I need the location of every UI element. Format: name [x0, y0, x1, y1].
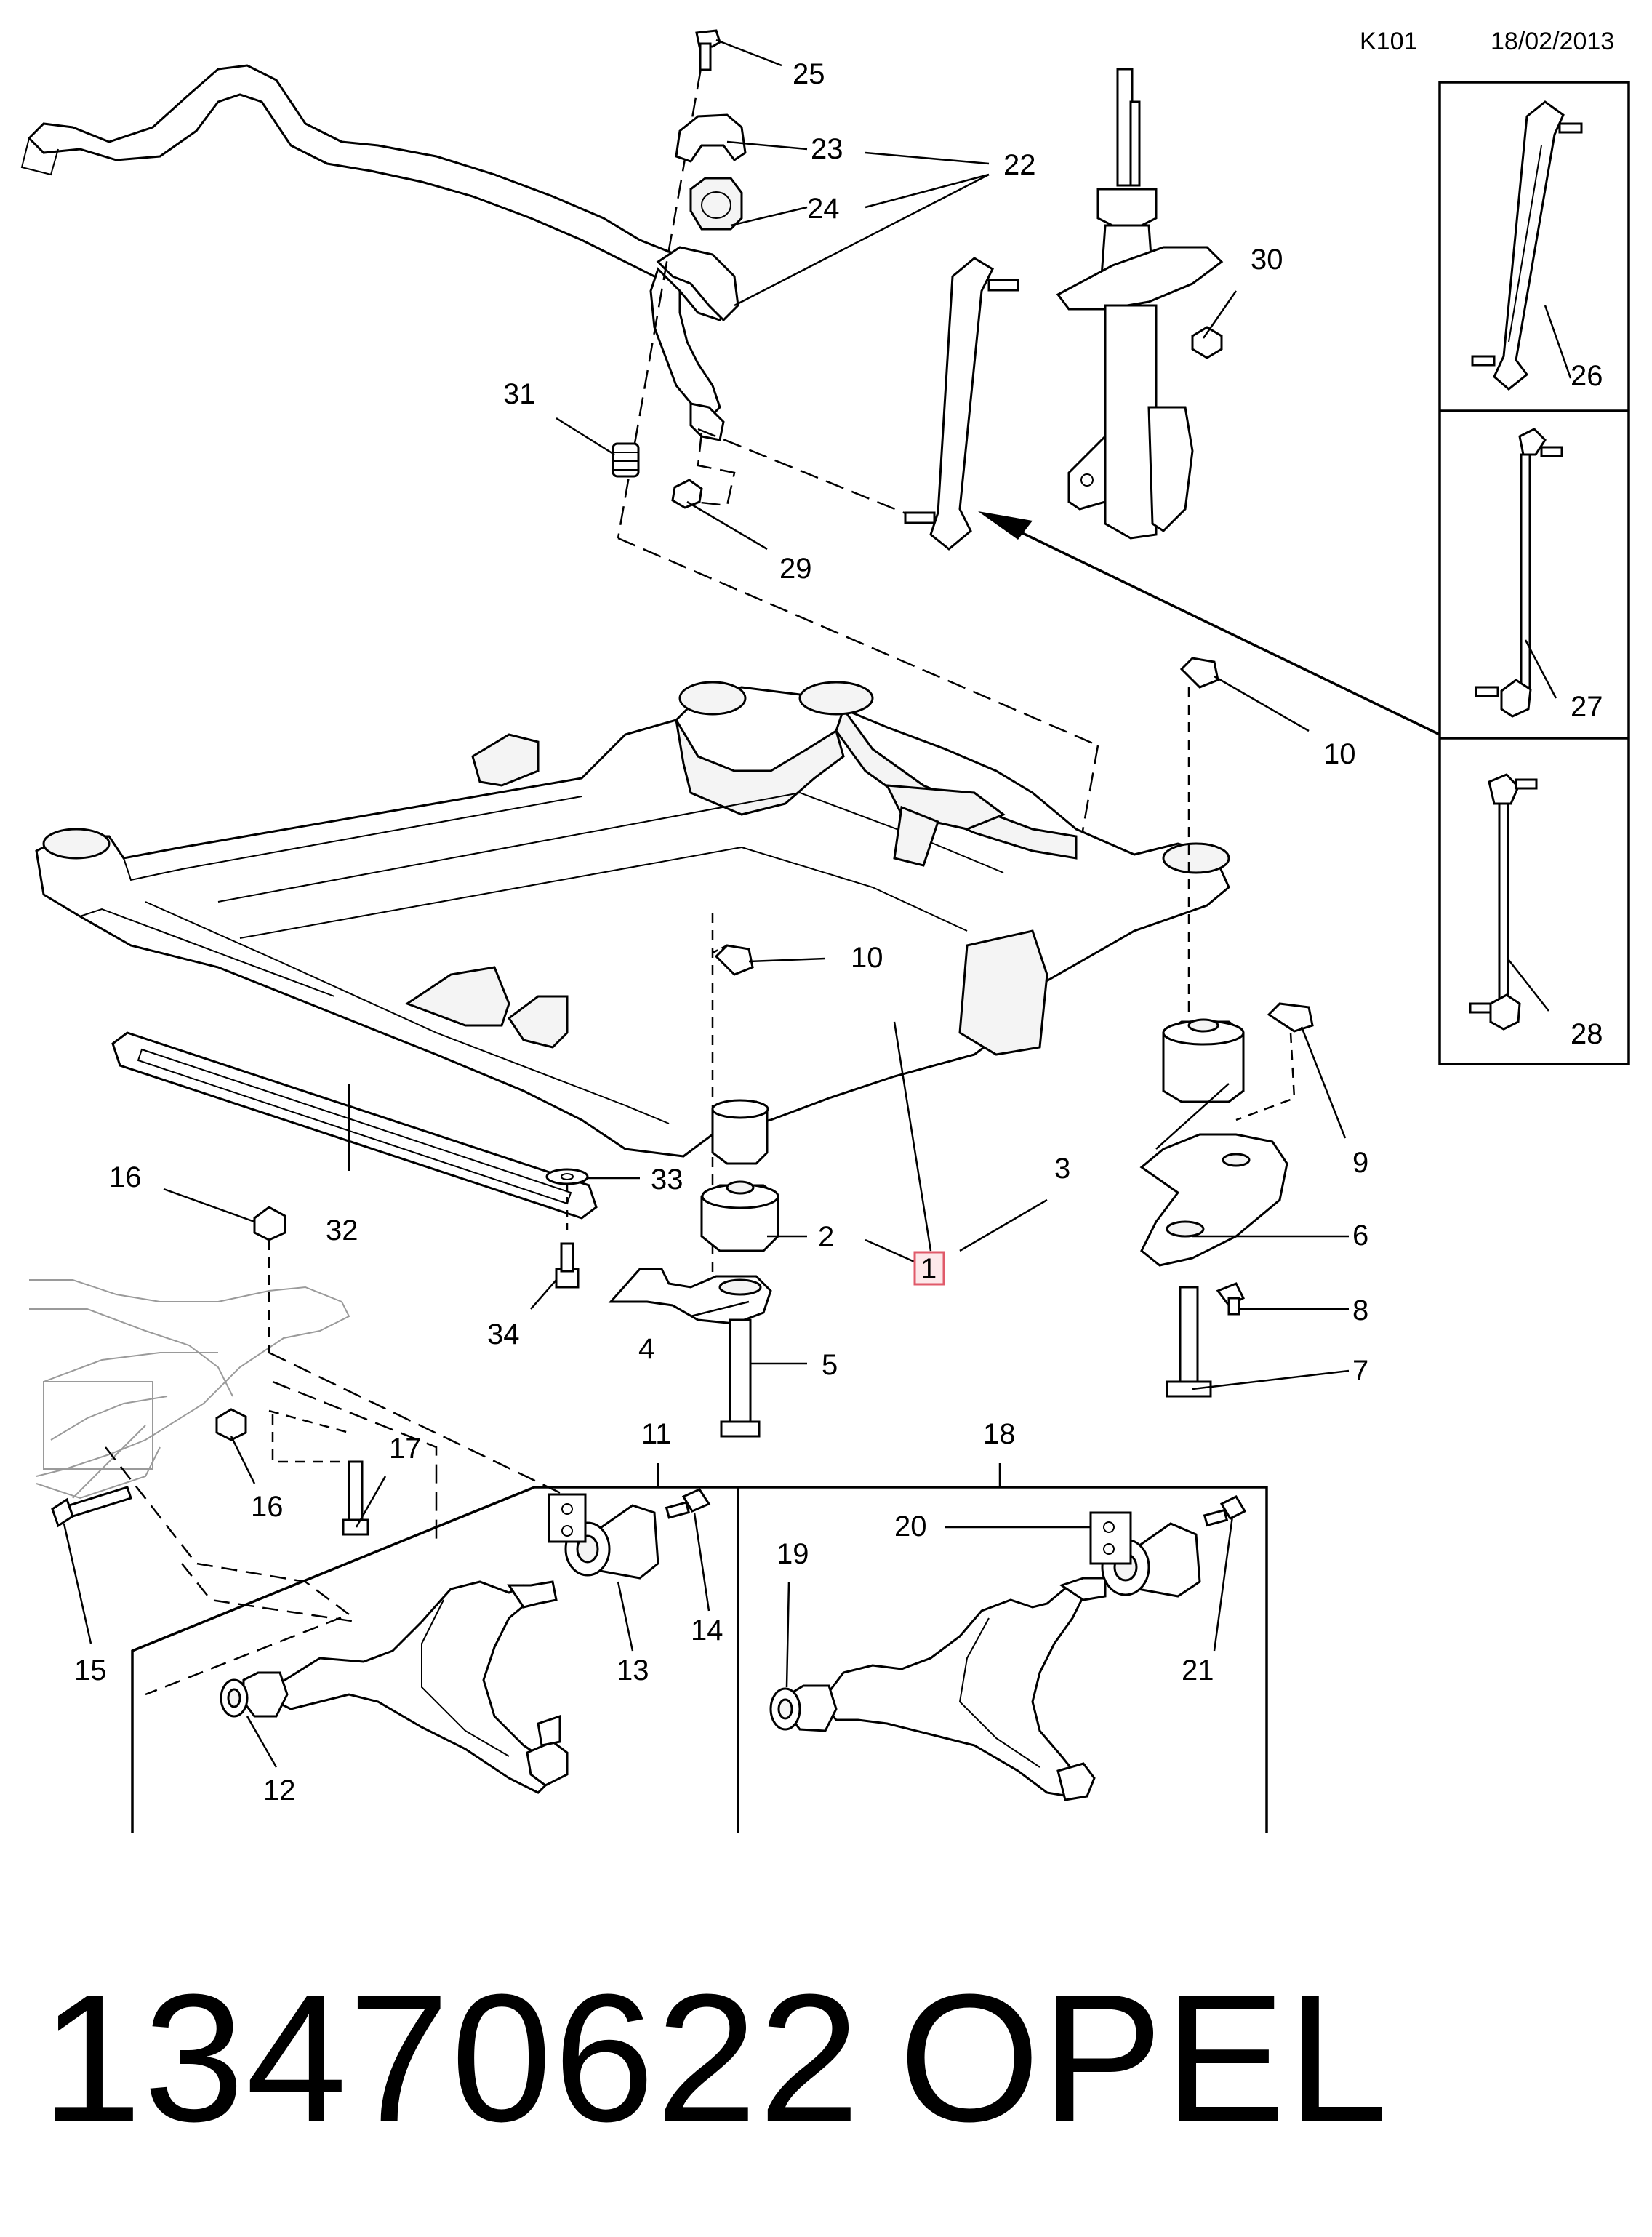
callout-12: 12: [263, 1774, 296, 1806]
diagram-date: 18/02/2013: [1491, 28, 1615, 55]
stabilizer-link-28: [1469, 773, 1538, 1031]
bolt-25: [695, 29, 721, 71]
nut-16-upper: [253, 1206, 286, 1241]
bushing-20: [1089, 1511, 1201, 1598]
part-number: 13470622: [41, 1956, 862, 2159]
callout-10-center: 10: [851, 942, 883, 974]
callout-26: 26: [1571, 360, 1603, 392]
callout-19: 19: [777, 1538, 809, 1570]
callout-13: 13: [617, 1654, 649, 1686]
nut-31: [612, 442, 640, 478]
stabilizer-link-26: [1471, 100, 1583, 391]
bushing-3: [1162, 1018, 1245, 1103]
leader-lines: [63, 39, 1572, 1768]
callout-11: 11: [641, 1418, 672, 1450]
callout-2: 2: [818, 1221, 834, 1253]
callout-25: 25: [793, 58, 825, 90]
bolt-34: [555, 1242, 580, 1289]
subframe: [35, 681, 1230, 1158]
bolt-17: [342, 1460, 369, 1536]
callout-numbers: 1 2 3 4 5 6 7 8 9 10 10 11 12 13 14 15 1…: [74, 58, 1603, 1806]
callout-5: 5: [822, 1349, 838, 1381]
callout-24: 24: [807, 193, 840, 225]
bushing-12: [220, 1671, 289, 1718]
body-structure-outline: [29, 1279, 350, 1500]
bolt-5: [720, 1318, 761, 1438]
callout-3: 3: [1054, 1153, 1070, 1185]
callout-1: 1: [921, 1253, 937, 1285]
bushing-19: [769, 1684, 838, 1732]
control-arm-18: [820, 1577, 1107, 1801]
callout-18: 18: [983, 1418, 1016, 1450]
stabilizer-link-27: [1475, 428, 1563, 718]
callout-34: 34: [487, 1318, 520, 1350]
bolt-8: [1216, 1282, 1246, 1316]
callout-7: 7: [1352, 1355, 1368, 1387]
callout-4: 4: [638, 1333, 654, 1365]
callout-32: 32: [326, 1214, 358, 1246]
shock-absorber-strut: [1056, 68, 1224, 540]
plate-6: [1139, 1133, 1288, 1267]
callout-16-upper: 16: [109, 1161, 142, 1193]
stabilizer-bar: [20, 64, 739, 441]
callout-20: 20: [894, 1510, 927, 1542]
bushing-24: [689, 177, 743, 231]
inset-panel: [1438, 81, 1630, 1065]
callout-17: 17: [389, 1433, 422, 1465]
highlight-box: [913, 1251, 945, 1286]
callout-15: 15: [74, 1654, 107, 1686]
washer-33: [545, 1168, 589, 1185]
bracket-10-right: [1179, 657, 1219, 689]
callout-30: 30: [1251, 244, 1283, 276]
callout-14: 14: [691, 1614, 723, 1646]
footer: 13470622 OPEL: [41, 1949, 1611, 2182]
callout-31: 31: [503, 378, 536, 410]
nut-16-lower: [215, 1408, 247, 1441]
callout-23: 23: [811, 133, 843, 165]
callout-29: 29: [779, 553, 812, 585]
bolt-14: [665, 1488, 711, 1519]
control-arm-11: [259, 1580, 569, 1794]
bushing-13: [548, 1493, 659, 1580]
bracket-9: [1267, 1002, 1314, 1033]
mount-bushing-center: [711, 1099, 769, 1165]
callout-28: 28: [1571, 1018, 1603, 1050]
bolt-15: [51, 1486, 132, 1528]
callout-21: 21: [1182, 1654, 1214, 1686]
diagram-code: K101: [1360, 28, 1418, 55]
nut-30: [1191, 326, 1223, 359]
brand-name: OPEL: [899, 1956, 1390, 2159]
callout-6: 6: [1352, 1220, 1368, 1252]
callout-9: 9: [1352, 1147, 1368, 1179]
bushing-2: [700, 1180, 779, 1252]
callout-16-lower: 16: [251, 1491, 284, 1523]
stabilizer-link: [904, 257, 1019, 551]
callout-33: 33: [651, 1164, 683, 1196]
box-control-arm-18: [737, 1486, 1268, 1833]
callout-10-right: 10: [1323, 738, 1356, 770]
nut-29: [671, 479, 703, 509]
bolt-21: [1203, 1495, 1247, 1527]
callout-22: 22: [1003, 149, 1036, 181]
exploded-parts-diagram: 1 2 3 4 5 6 7 8 9 10 10 11 12 13 14 15 1…: [20, 29, 1630, 1833]
callout-8: 8: [1352, 1294, 1368, 1326]
bracket-4: [608, 1268, 772, 1325]
bolt-7: [1166, 1286, 1212, 1398]
clamp-bracket-23: [675, 113, 747, 163]
callout-27: 27: [1571, 691, 1603, 723]
